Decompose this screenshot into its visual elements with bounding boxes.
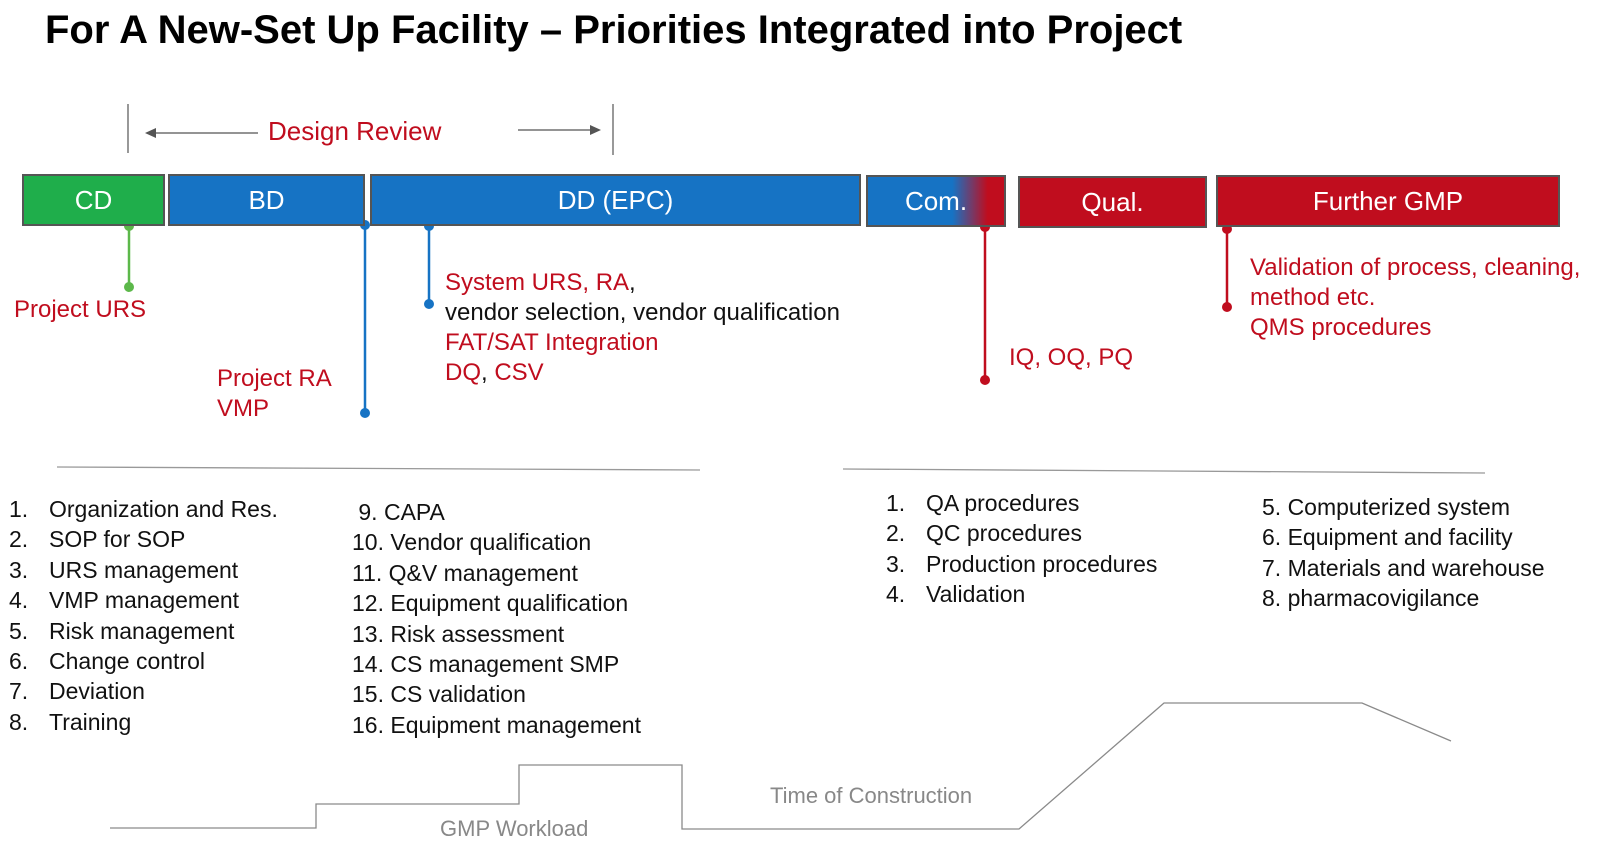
priority-item-text: VMP management bbox=[49, 587, 240, 614]
gmp-procedure-item-text: Validation bbox=[926, 581, 1026, 608]
priority-item-text: Organization and Res. bbox=[49, 496, 278, 522]
gmp-connector-bottom-dot bbox=[1222, 302, 1232, 312]
csv-text: CSV bbox=[494, 359, 544, 386]
priority-item: 7. Deviation bbox=[9, 676, 278, 706]
dq-csv-line: DQ, CSV bbox=[445, 358, 544, 388]
priority-item: 9. CAPA bbox=[352, 499, 445, 525]
priority-item-number: 5. bbox=[9, 617, 29, 644]
priority-item-text: URS management bbox=[49, 556, 239, 583]
priority-item: 10. Vendor qualification bbox=[352, 529, 592, 556]
priority-item: 2. SOP for SOP bbox=[9, 524, 278, 554]
com-connector-bottom-dot bbox=[980, 375, 990, 385]
gmp-procedure-item: 2. QC procedures bbox=[886, 518, 1157, 548]
priority-item: 4. VMP management bbox=[9, 585, 278, 615]
iq-oq-pq-label: IQ, OQ, PQ bbox=[1009, 344, 1134, 371]
cd-connector-bottom-dot bbox=[124, 282, 134, 292]
phase-bd: BD bbox=[168, 174, 365, 226]
priority-item: 12. Equipment qualification bbox=[352, 590, 629, 617]
gmp-procedure-item-text: Production procedures bbox=[926, 550, 1158, 577]
dq-comma: , bbox=[481, 359, 495, 386]
vendor-selection-text: vendor selection, vendor qualification bbox=[445, 299, 840, 326]
workload-graph-line bbox=[110, 702, 1452, 830]
priorities-list-1-8: 1. Organization and Res. 2. SOP for SOP 3. UR… bbox=[9, 494, 278, 737]
phase-com: Com. bbox=[866, 175, 1006, 227]
qms-procedures-text: QMS procedures bbox=[1250, 314, 1432, 341]
system-urs-text: System URS, RA bbox=[445, 269, 630, 296]
vmp-label: VMP bbox=[217, 395, 270, 422]
right-divider bbox=[842, 468, 1486, 474]
gmp-list-5-8: 5. Computerized system 6. Equipment and f… bbox=[1262, 492, 1545, 614]
bd-connector-bottom-dot bbox=[360, 408, 370, 418]
phase-dd: DD (EPC) bbox=[370, 174, 861, 226]
gmp-procedure-item: 4. Validation bbox=[886, 579, 1157, 609]
priority-item-text: Risk management bbox=[49, 617, 235, 644]
right-arrowhead-icon bbox=[590, 125, 601, 135]
priority-item: 8. Training bbox=[9, 707, 278, 737]
left-divider bbox=[56, 466, 701, 471]
gmp-procedure-item: 1. QA procedures bbox=[886, 488, 1157, 518]
project-ra-label: Project RA bbox=[217, 365, 332, 392]
priority-item: 15. CS validation bbox=[352, 681, 526, 708]
priority-item-number: 1. bbox=[9, 496, 29, 522]
priority-item: 3. URS management bbox=[9, 555, 278, 585]
priority-item: 14. CS management SMP bbox=[352, 651, 620, 678]
gmp-procedure-item: 7. Materials and warehouse bbox=[1262, 554, 1545, 581]
page-title: For A New-Set Up Facility – Priorities I… bbox=[45, 8, 1183, 52]
gmp-procedure-item-text: QA procedures bbox=[926, 490, 1080, 516]
left-arrowhead-icon bbox=[145, 128, 156, 138]
system-urs-comma: , bbox=[629, 269, 636, 296]
gmp-procedure-item-number: 1. bbox=[886, 490, 906, 516]
priority-item: 1. Organization and Res. bbox=[9, 494, 278, 524]
priority-item-number: 4. bbox=[9, 587, 29, 614]
priority-item-number: 8. bbox=[9, 708, 29, 735]
gmp-procedure-item: 8. pharmacovigilance bbox=[1262, 585, 1480, 612]
priority-item: 16. Equipment management bbox=[352, 711, 641, 738]
gmp-procedure-item-number: 2. bbox=[886, 520, 906, 547]
gmp-procedure-item-text: QC procedures bbox=[926, 520, 1082, 547]
priority-item: 6. Change control bbox=[9, 646, 278, 676]
priority-item: 13. Risk assessment bbox=[352, 620, 565, 647]
priority-item-number: 7. bbox=[9, 678, 29, 705]
system-urs-line: System URS, RA, bbox=[445, 268, 636, 298]
gmp-procedure-item: 3. Production procedures bbox=[886, 549, 1157, 579]
dq-text: DQ bbox=[445, 359, 481, 386]
phase-further-gmp: Further GMP bbox=[1216, 175, 1560, 227]
phase-cd: CD bbox=[22, 174, 165, 226]
gmp-list-1-4: 1. QA procedures 2. QC procedures 3. Producti… bbox=[886, 488, 1157, 610]
gmp-procedure-item-number: 4. bbox=[886, 581, 906, 608]
gmp-procedure-item: 5. Computerized system bbox=[1262, 494, 1510, 520]
time-of-construction-label: Time of Construction bbox=[770, 783, 973, 808]
phase-qual: Qual. bbox=[1018, 176, 1207, 228]
priority-item-text: Deviation bbox=[49, 678, 145, 705]
priority-item: 5. Risk management bbox=[9, 616, 278, 646]
gmp-workload-label: GMP Workload bbox=[440, 816, 589, 841]
priority-item-text: Change control bbox=[49, 648, 205, 675]
validation-text-line2: method etc. bbox=[1250, 284, 1376, 311]
gmp-procedure-item-number: 3. bbox=[886, 550, 906, 577]
priority-item: 11. Q&V management bbox=[352, 559, 578, 586]
priority-item-number: 2. bbox=[9, 526, 29, 553]
project-urs-label: Project URS bbox=[14, 296, 147, 323]
priority-item-number: 3. bbox=[9, 556, 29, 583]
priority-item-number: 6. bbox=[9, 648, 29, 675]
priority-item-text: SOP for SOP bbox=[49, 526, 186, 553]
priority-item-text: Training bbox=[49, 708, 132, 735]
design-review-label: Design Review bbox=[268, 116, 442, 146]
gmp-procedure-item: 6. Equipment and facility bbox=[1262, 524, 1513, 551]
fat-sat-text: FAT/SAT Integration bbox=[445, 329, 659, 356]
dd-connector-bottom-dot bbox=[424, 299, 434, 309]
validation-text-line1: Validation of process, cleaning, bbox=[1250, 254, 1581, 281]
priorities-list-9-16: 9. CAPA 10. Vendor qualification 11. Q&V m… bbox=[352, 497, 641, 740]
